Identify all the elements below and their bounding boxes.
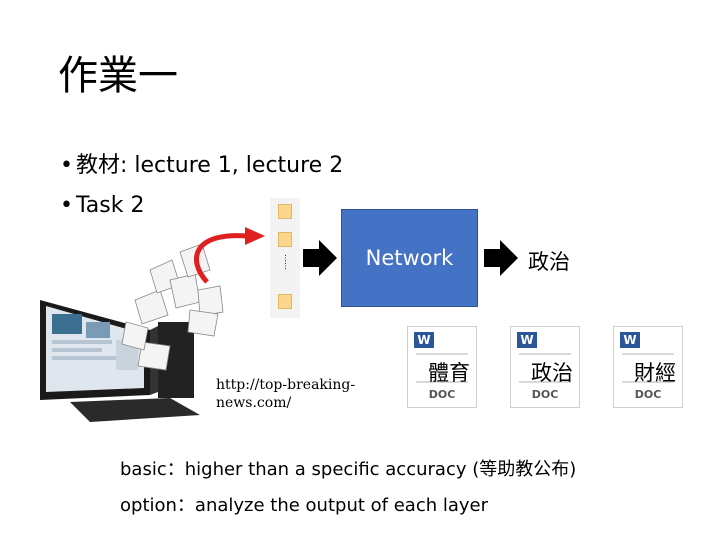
arrow-right-icon xyxy=(303,240,337,276)
document-type: DOC xyxy=(634,388,662,401)
network-box: Network xyxy=(341,209,478,307)
network-label: Network xyxy=(365,246,454,270)
document-type: DOC xyxy=(531,388,559,401)
vector-cell xyxy=(278,232,292,247)
red-curved-arrow-icon xyxy=(194,227,265,284)
paper-pages-icon xyxy=(121,243,224,371)
bullet-item: •教材: lecture 1, lecture 2 xyxy=(60,146,343,186)
document-politics: W 政治 DOC xyxy=(510,326,580,408)
keyboard-icon xyxy=(70,398,200,422)
note-option: option：analyze the output of each layer xyxy=(120,495,488,516)
slide-title: 作業一 xyxy=(58,53,178,99)
source-url: http://top-breaking-news.com/ xyxy=(216,377,356,411)
monitor-icon xyxy=(40,300,158,400)
word-icon: W xyxy=(517,332,537,348)
document-finance: W 財經 DOC xyxy=(613,326,683,408)
document-type: DOC xyxy=(428,388,456,401)
bullet-text: Task 2 xyxy=(76,193,145,218)
word-icon: W xyxy=(414,332,434,348)
word-icon: W xyxy=(620,332,640,348)
bullet-dot-icon: • xyxy=(60,193,73,218)
document-label: 政治 xyxy=(531,361,573,385)
arrow-right-icon xyxy=(484,240,518,276)
notes: basic：higher than a specific accuracy (等… xyxy=(120,452,576,524)
input-vector: …… xyxy=(270,198,300,318)
computer-news-illustration xyxy=(40,243,224,422)
ellipsis-text: …… xyxy=(283,254,292,270)
bullet-list: •教材: lecture 1, lecture 2 •Task 2 xyxy=(60,146,343,226)
document-label: 財經 xyxy=(634,361,676,385)
vector-cell xyxy=(278,294,292,309)
document-label: 體育 xyxy=(428,361,470,385)
bullet-dot-icon: • xyxy=(60,153,73,178)
bullet-item: •Task 2 xyxy=(60,186,343,226)
note-basic: basic：higher than a specific accuracy (等… xyxy=(120,459,577,480)
document-sports: W 體育 DOC xyxy=(407,326,477,408)
vector-cell xyxy=(278,204,292,219)
bullet-text: 教材: lecture 1, lecture 2 xyxy=(76,153,344,178)
output-label: 政治 xyxy=(528,250,570,274)
